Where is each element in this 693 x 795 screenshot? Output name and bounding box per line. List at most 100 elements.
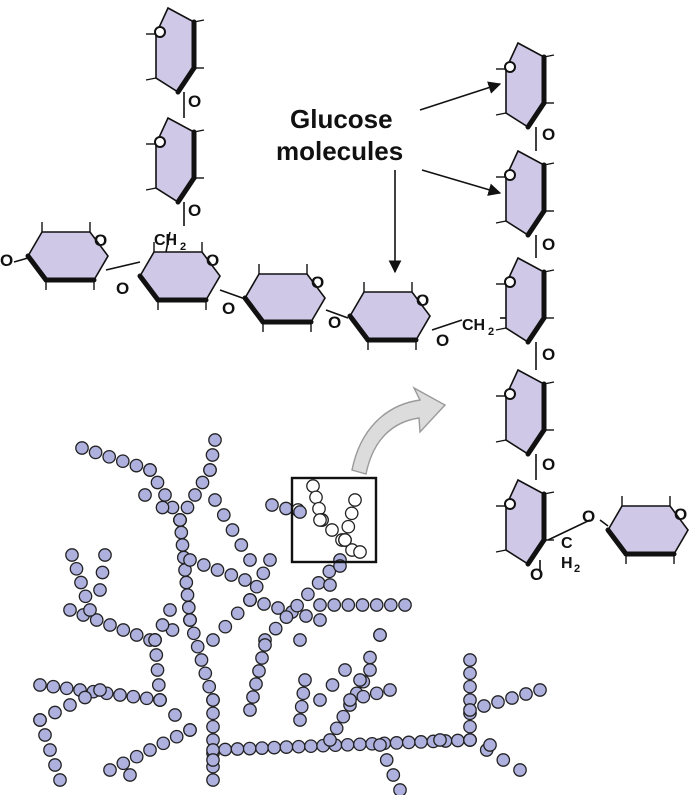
callout-line-1: Glucose — [290, 104, 393, 134]
bridge-oxygen: O — [116, 279, 129, 298]
ring-oxygen-atom — [504, 388, 516, 400]
glucose-bead — [355, 598, 370, 612]
glucose-bead — [513, 763, 527, 777]
h-text: H — [561, 555, 573, 572]
glucose-bead — [255, 651, 269, 665]
glucose-bead — [290, 598, 304, 613]
glucose-bead — [325, 523, 339, 537]
glucose-bead — [206, 633, 220, 647]
glucose-bead — [155, 618, 170, 632]
glucose-bead — [341, 598, 356, 612]
glucose-ring — [145, 6, 205, 95]
glucose-bead — [257, 597, 271, 611]
ring-oxygen-atom — [504, 498, 516, 510]
glucose-bead — [234, 538, 249, 552]
c-text: C — [561, 535, 573, 552]
glucose-bead — [139, 691, 154, 706]
glucose-bead — [450, 733, 465, 748]
glucose-bead — [89, 613, 104, 627]
glucose-bead — [327, 598, 342, 612]
glucose-bead — [293, 633, 307, 647]
glucose-bead — [206, 773, 220, 787]
glucose-bead — [174, 525, 189, 540]
bridge-oxygen: O — [188, 201, 201, 220]
glucose-bead — [151, 678, 166, 692]
glucose-bead — [183, 553, 197, 567]
glucose-bead — [143, 743, 157, 757]
glucose-bead — [216, 508, 231, 522]
glucose-bead — [313, 613, 327, 627]
glycogen-granule — [33, 433, 547, 795]
glucose-bead — [267, 740, 282, 755]
glucose-bead — [519, 687, 533, 701]
glucose-bead — [116, 756, 131, 771]
glucose-bead — [156, 736, 171, 751]
bridge-oxygen: O — [328, 313, 341, 332]
glucose-bead — [206, 693, 220, 707]
glucose-bead — [93, 583, 107, 597]
ch2-subscript: 2 — [180, 241, 186, 253]
glucose-bead — [306, 479, 320, 493]
glucose-bead — [463, 666, 477, 681]
glucose-bead — [379, 753, 394, 767]
glucose-bead — [296, 686, 311, 701]
h2-subscript: 2 — [574, 563, 580, 575]
glucose-bead — [163, 603, 177, 617]
glucose-bead — [238, 573, 252, 587]
glucose-bead — [336, 709, 351, 724]
glucose-bead — [505, 691, 519, 705]
glucose-bead — [483, 738, 497, 752]
bond — [325, 309, 349, 319]
glucose-bead — [63, 698, 77, 712]
glucose-ring — [495, 256, 555, 345]
glycosidic-bonds — [13, 92, 609, 572]
ring-oxygen: O — [416, 291, 429, 310]
glucose-bead — [65, 548, 79, 562]
glucose-bead — [496, 753, 511, 767]
ring-oxygen-atom — [504, 276, 516, 288]
glucose-bead — [116, 623, 131, 637]
glucose-bead — [103, 618, 117, 632]
ring-oxygen-atom — [504, 169, 516, 181]
glucose-bead — [369, 598, 384, 612]
glucose-bead — [353, 737, 367, 752]
glucose-bead — [463, 703, 477, 717]
glucose-bead — [198, 666, 213, 681]
ch2-label-middle: CH 2 — [462, 317, 494, 338]
glucose-bead — [113, 688, 127, 702]
glucose-bead — [298, 673, 312, 687]
glucose-bead — [343, 693, 357, 707]
glucose-bead — [33, 713, 47, 727]
zoom-arrow — [351, 386, 447, 475]
glucose-bead — [180, 500, 195, 515]
glucose-bead — [180, 588, 195, 602]
glucose-bead — [150, 663, 165, 677]
glucose-bead — [206, 719, 220, 734]
glucose-bead — [323, 578, 337, 592]
glucose-bead — [249, 579, 264, 594]
glucose-bead — [218, 742, 233, 757]
magnify-box — [290, 476, 378, 564]
glucose-bead — [312, 501, 326, 516]
glucose-bead — [252, 664, 266, 678]
glucose-bead — [190, 639, 205, 654]
glucose-bead — [169, 729, 184, 744]
glucose-bead — [463, 653, 477, 667]
bridge-oxygen: O — [542, 345, 555, 364]
glucose-bead — [389, 736, 404, 750]
glucose-bead — [338, 533, 352, 547]
glucose-bead — [242, 741, 257, 756]
ch2-label-bottom: C H 2 — [561, 535, 580, 575]
glucose-bead — [338, 663, 352, 677]
glucose-bead — [344, 506, 359, 521]
glucose-bead — [210, 563, 225, 577]
glucose-bead — [294, 699, 309, 714]
glucose-bead — [463, 719, 477, 734]
glucose-bead — [93, 683, 107, 697]
glucose-bead — [74, 575, 88, 590]
glucose-bead — [205, 448, 220, 462]
glucose-bead — [202, 679, 217, 694]
glucose-bead — [279, 740, 294, 754]
